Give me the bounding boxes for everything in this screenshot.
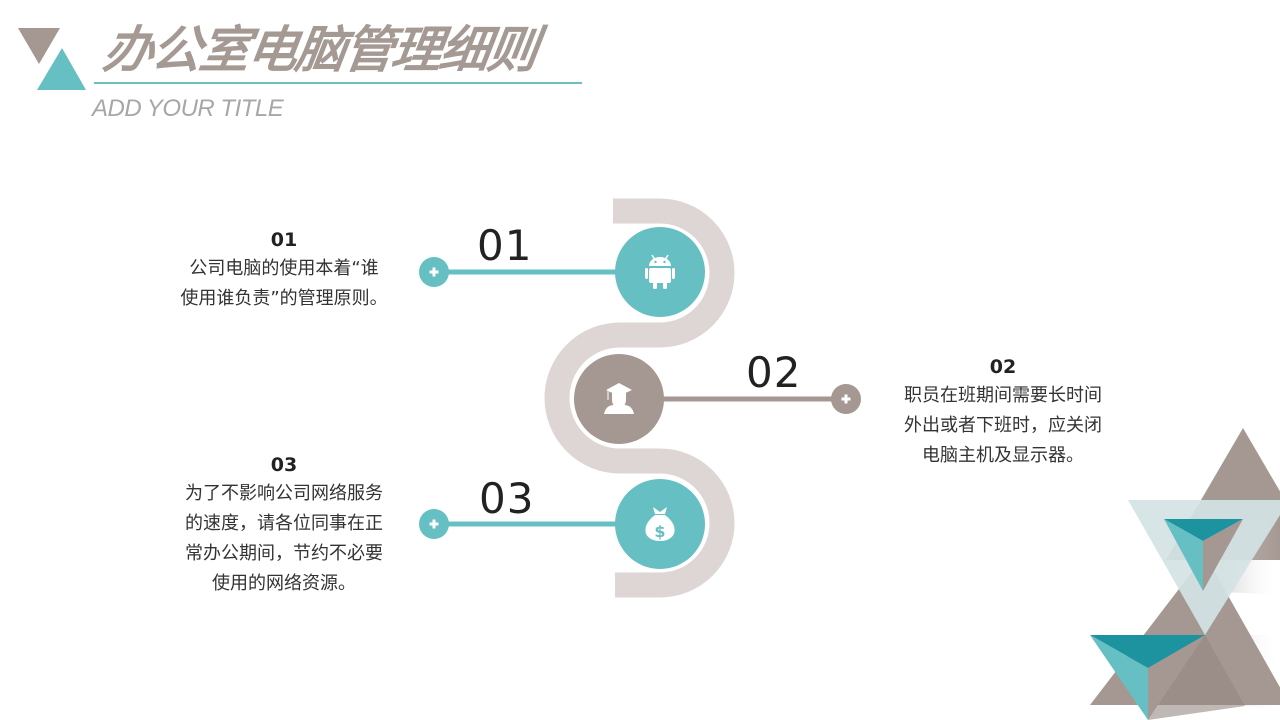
step-3-line-2: 的速度，请各位同事在正 — [185, 513, 383, 534]
step-3-heading: 03 — [270, 454, 298, 476]
step-2-line-3: 电脑主机及显示器。 — [922, 445, 1084, 466]
title-underline — [94, 82, 582, 84]
step-1-line-1: 公司电脑的使用本着“谁 — [189, 258, 379, 279]
graduate-user-icon — [604, 383, 634, 414]
step-3-line-4: 使用的网络资源。 — [212, 573, 356, 594]
page-subtitle: ADD YOUR TITLE — [92, 95, 284, 122]
step-3-line-3: 常办公期间，节约不必要 — [185, 543, 383, 564]
header-triangles-icon — [18, 28, 86, 90]
step-2-number: 02 — [746, 348, 802, 397]
step-3-description: 03 为了不影响公司网络服务 的速度，请各位同事在正 常办公期间，节约不必要 使… — [154, 451, 414, 599]
geometric-triangles-decoration — [1090, 428, 1280, 720]
step-2-description: 02 职员在班期间需要长时间 外出或者下班时，应关闭 电脑主机及显示器。 — [872, 353, 1134, 471]
step-2-heading: 02 — [989, 356, 1017, 378]
step-1-description: 01 公司电脑的使用本着“谁 使用谁负责”的管理原则。 — [154, 226, 414, 314]
step-2-line-1: 职员在班期间需要长时间 — [904, 385, 1102, 406]
step-1-heading: 01 — [270, 229, 298, 251]
step-1-line-2: 使用谁负责”的管理原则。 — [180, 288, 388, 309]
money-bag-icon: $ — [645, 507, 675, 541]
step-1-number: 01 — [477, 221, 533, 270]
step-2-line-2: 外出或者下班时，应关闭 — [904, 415, 1102, 436]
step-3-line-1: 为了不影响公司网络服务 — [185, 483, 383, 504]
s-curve — [544, 198, 735, 598]
svg-text:$: $ — [654, 522, 665, 541]
android-icon — [645, 254, 675, 289]
step-3-number: 03 — [479, 474, 535, 523]
